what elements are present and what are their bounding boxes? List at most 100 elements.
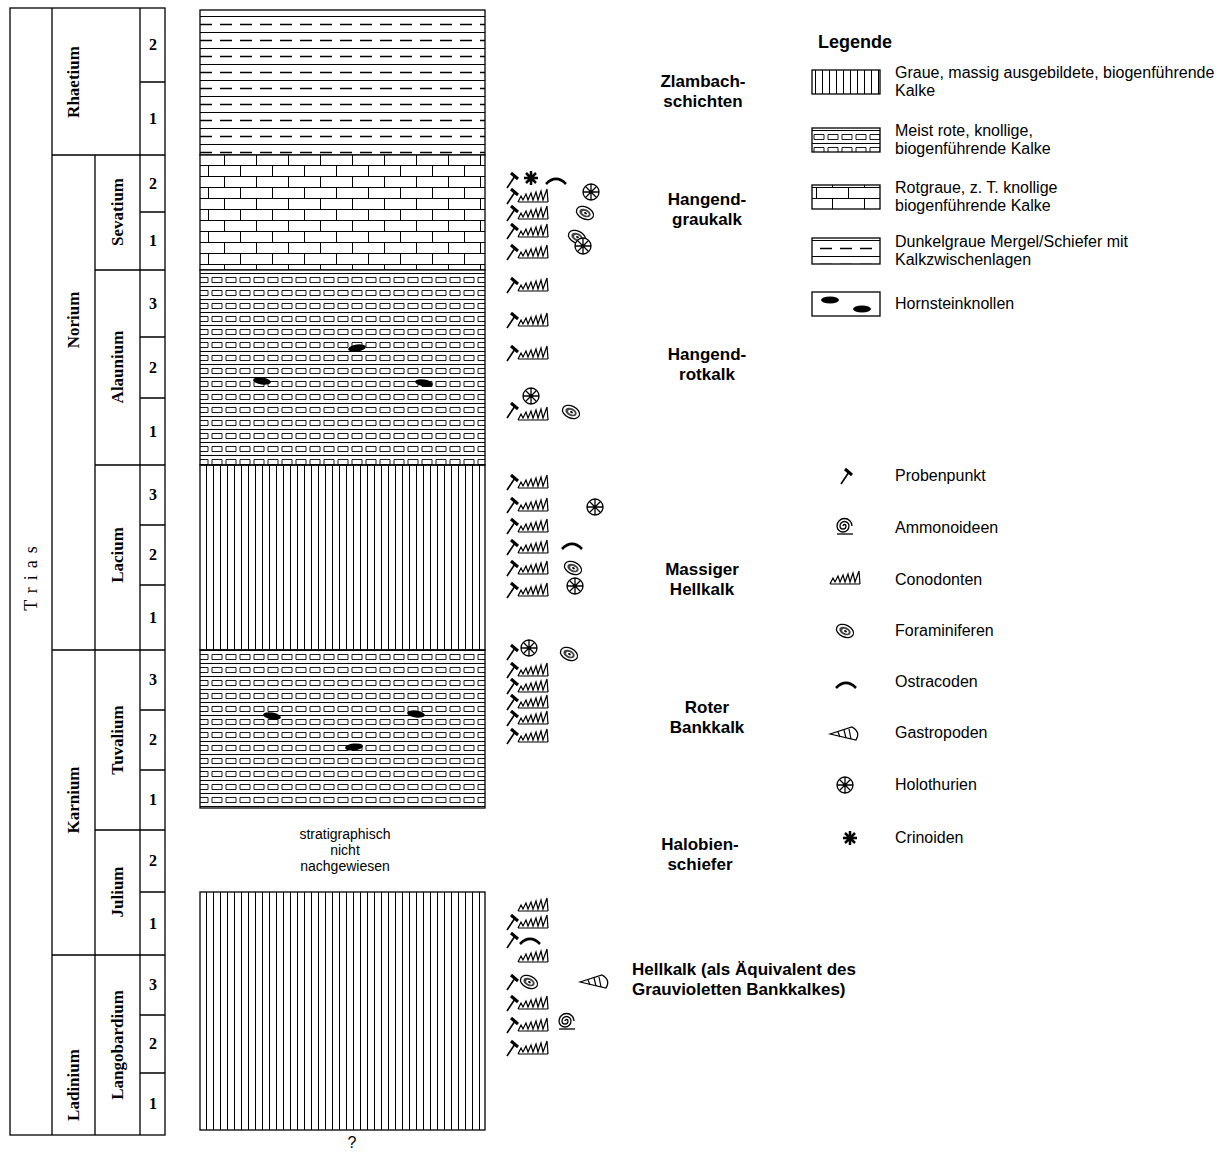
substage-label: Alaunium: [108, 331, 128, 404]
zone-number: 1: [149, 232, 157, 250]
holothurian-symbol: [587, 499, 603, 515]
unit-name: Zlambach- schichten: [660, 72, 745, 111]
legend-text: Ostracoden: [895, 673, 978, 691]
conodont-symbol: [518, 729, 548, 742]
sample-hammer: [507, 583, 518, 598]
drawing-part: [345, 743, 364, 752]
conodont-symbol: [518, 189, 548, 202]
conodont-symbol: [518, 206, 548, 219]
legend-text: Dunkelgraue Mergel/Schiefer mit Kalkzwis…: [895, 233, 1145, 270]
zone-number: 1: [149, 914, 157, 932]
sample-hammer: [507, 695, 518, 710]
stage-label: Ladinium: [64, 1049, 84, 1121]
conodont-symbol: [518, 407, 548, 420]
era-label: Trias: [21, 539, 42, 610]
zone-number: 3: [149, 294, 157, 312]
conodont-symbol: [518, 898, 548, 911]
drawing-part: [812, 128, 880, 152]
conodont-symbol: [518, 540, 548, 553]
sample-hammer: [507, 313, 518, 328]
sample-hammer: [507, 189, 518, 204]
conodont-symbol: [518, 278, 548, 291]
drawing-part: [836, 683, 856, 688]
drawing-part: [834, 622, 855, 640]
sample-hammer: [507, 663, 518, 678]
conodont-symbol: [518, 313, 548, 326]
sample-hammer: [507, 975, 518, 990]
unit-name: Hangend- rotkalk: [668, 345, 746, 384]
holothurian-symbol: [583, 184, 599, 200]
drawing-part: [812, 70, 880, 94]
foraminifer-symbol: [518, 973, 539, 991]
conodont-symbol: [518, 519, 548, 532]
sample-hammer: [507, 1018, 518, 1033]
sample-hammer: [507, 346, 518, 361]
drawing-part: [830, 571, 860, 584]
foraminifer-symbol: [560, 403, 581, 421]
drawing-part: [200, 155, 485, 270]
legend-text: Rotgraue, z. T. knollige biogenführende …: [895, 179, 1107, 216]
drawing-part: [841, 469, 852, 484]
drawing-part: [812, 238, 880, 264]
legend-title: Legende: [818, 32, 892, 53]
conodont-symbol: [518, 915, 548, 928]
drawing-part: [843, 831, 857, 845]
drawing-part: [348, 343, 367, 352]
legend-text: Crinoiden: [895, 829, 963, 847]
drawing-part: [253, 376, 272, 385]
holothurian-symbol: [523, 388, 539, 404]
conodont-symbol: [518, 498, 548, 511]
conodont-symbol: [518, 346, 548, 359]
sample-hammer: [507, 933, 518, 948]
zone-number: 2: [149, 1035, 157, 1053]
sample-hammer: [507, 711, 518, 726]
legend-text: Holothurien: [895, 776, 977, 794]
chert-nodules: [253, 343, 434, 751]
legend-icons: [830, 469, 860, 845]
sample-hammer: [507, 1041, 518, 1056]
sample-hammer: [507, 224, 518, 239]
conodont-symbol: [518, 583, 548, 596]
stage-label: Rhaetium: [64, 46, 84, 118]
conodont-symbol: [518, 245, 548, 258]
stage-label: Karnium: [64, 766, 84, 833]
zone-number: 1: [149, 608, 157, 626]
unit-name: Halobien- schiefer: [661, 835, 738, 874]
unit-name: Roter Bankkalk: [670, 698, 745, 737]
drawing-part: [415, 378, 434, 388]
drawing-part: [263, 711, 282, 721]
fossil-symbols: [507, 171, 608, 1056]
zone-number: 2: [149, 852, 157, 870]
sample-hammer: [507, 475, 518, 490]
zone-number: 3: [149, 671, 157, 689]
substage-label: Langobardium: [108, 990, 128, 1100]
legend-text: Gastropoden: [895, 724, 988, 742]
conodont-symbol: [518, 949, 548, 962]
drawing-part: [52, 8, 140, 1135]
unit-name: Hangend- graukalk: [668, 190, 746, 229]
legend-text: Foraminiferen: [895, 622, 994, 640]
stage-label: Norium: [64, 292, 84, 349]
zone-number: 2: [149, 36, 157, 54]
zone-number: 1: [149, 422, 157, 440]
substage-label: Lacium: [108, 527, 128, 583]
legend-text: Hornsteinknollen: [895, 295, 1014, 313]
conodont-symbol: [518, 1041, 548, 1054]
sample-hammer: [507, 206, 518, 221]
sample-hammer: [507, 540, 518, 555]
ostracod-symbol: [562, 544, 582, 549]
drawing-part: [200, 270, 485, 465]
sample-hammer: [507, 561, 518, 576]
legend-text: Probenpunkt: [895, 467, 986, 485]
unit-name: Hellkalk (als Äquivalent des Grauviolett…: [632, 960, 932, 999]
zone-number: 2: [149, 546, 157, 564]
sample-hammer: [507, 519, 518, 534]
drawing-part: [10, 8, 165, 1135]
sample-hammer: [507, 996, 518, 1011]
foraminifer-symbol: [574, 204, 595, 222]
strat-table: [10, 8, 165, 1135]
litho-column: [200, 10, 485, 1130]
conodont-symbol: [518, 679, 548, 692]
sample-hammer: [507, 915, 518, 930]
